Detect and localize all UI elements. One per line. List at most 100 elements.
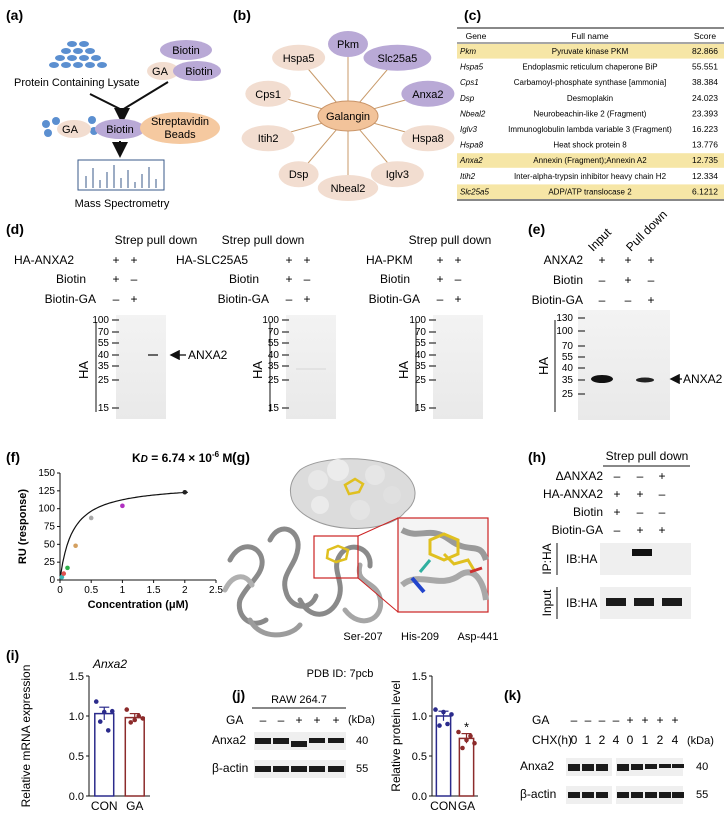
h-title: Strep pull down [606,449,689,463]
h-row-label: Biotin [573,505,603,519]
bar-category-label: GA [126,799,143,813]
k-ga-label: GA [532,713,549,727]
network-node-label: Anxa2 [412,89,443,101]
j-ga-sign: + [313,713,320,727]
panel-letter-j: (j) [232,687,245,703]
panel-a: (a) Protein Containing Lysate Biotin GA … [6,7,221,210]
network-node-label: Pkm [337,39,359,51]
j-band-anxa2 [328,738,344,743]
bar-y-tick-label: 1.5 [69,671,84,683]
residue-ser: Ser-207 [343,631,382,643]
h-sign: + [658,469,665,483]
bar-category-label: CON [430,799,457,813]
d-marker: 55 [268,338,280,349]
network-nodes: PkmSlc25a5Anxa2Hspa8Iglv3Nbeal2DspItih2C… [241,31,455,201]
table-cell-score: 38.384 [692,77,718,87]
d-title-2: Strep pull down [409,233,492,247]
panel-d: (d) Strep pull downHA-ANXA2BiotinBiotin-… [6,221,491,419]
k-chx-value: 1 [585,733,592,747]
d-marker: 15 [415,403,427,414]
h-sign: + [636,523,643,537]
e-sign: + [624,273,631,287]
d-sign-construct: + [454,253,461,267]
d-biotin-2: Biotin [380,272,410,286]
d-construct-2: HA-PKM [366,253,413,267]
k-band-actin [645,792,657,798]
bar-dot [449,712,454,717]
table-cell-gene: Itih2 [460,172,476,181]
bar-dot [136,713,142,719]
f-y-tick-label: 0 [49,575,55,586]
j-band-anxa2 [291,741,307,747]
ga-pill [147,62,179,80]
j-ga-label: GA [226,713,243,727]
panel-g: (g) Ser-207 [222,449,498,680]
d-sign-biotin-ga: – [286,292,293,306]
panel-letter-h: (h) [528,449,546,465]
streptavidin-beads [140,112,220,144]
k-band-actin [631,792,643,798]
e-sign: + [647,253,654,267]
f-y-tick-label: 25 [44,557,56,568]
table-cell-score: 6.1212 [692,186,718,196]
f-data-point-4 [88,515,94,521]
j-cell-line: RAW 264.7 [271,694,327,706]
band-pulldown [636,377,654,383]
d-marker: 70 [415,327,427,338]
network-node-itih2 [241,125,295,152]
biotin-ga-pill [173,61,221,81]
d-marker: 40 [415,350,427,361]
k-ga-sign: + [626,713,633,727]
bar-dot [445,721,450,727]
bar-con [94,712,115,797]
k-band-anxa2 [645,764,657,769]
bar-y-tick-label: 1.5 [412,671,427,683]
i-title: Anxa2 [92,657,127,671]
network-node-label: Iglv3 [386,169,409,181]
h-ip-label: IP:HA [540,543,554,574]
k-band-anxa2 [659,764,671,768]
k-kda: (kDa) [687,735,714,747]
f-y-tick-label: 75 [44,522,56,533]
j-band-actin [255,766,271,772]
h-sign: – [659,505,666,519]
panel-letter-e: (e) [528,221,545,237]
f-data-point-3 [73,543,78,549]
e-marker: 40 [562,363,574,374]
d-ha-label: HA [250,361,265,379]
bar-dot [101,709,107,715]
e-marker: 70 [562,341,574,352]
k-chx-value: 0 [571,733,578,747]
f-data-point-0 [59,574,65,580]
panel-letter-k: (k) [504,687,521,703]
band-h-input-2 [634,598,654,606]
lane-input-label: Input [585,225,614,254]
d-band-anxa2 [148,354,158,356]
d-biotin-0: Biotin [56,272,86,286]
pulldown-blots: Strep pull downHA-ANXA2BiotinBiotin-GA++… [14,233,491,419]
blot-h-ip [600,543,691,575]
k-chx-label: CHX(h) [532,733,572,747]
bar-dot [433,707,438,712]
f-y-tick-label: 125 [38,486,55,497]
table-cell-name: Inter-alpha-trypsin inhibitor heavy chai… [514,172,667,181]
table-cell-gene: Hspa5 [460,63,484,72]
bar-y-tick-label: 0.5 [69,751,84,763]
ligand-small [325,544,350,564]
bar-dot [105,728,111,733]
table-row-highlight [457,44,724,59]
h-ib2-label: IB:HA [566,596,597,610]
e-marker: 55 [562,352,574,363]
network-node-slc25a5 [363,44,432,71]
k-anxa2-bands [568,764,684,771]
complex-icon [42,116,98,137]
d-marker: 70 [98,327,110,338]
d-marker: 55 [98,338,110,349]
h-sign: – [614,469,621,483]
zoom-inset-content [400,527,489,601]
table-cell-score: 24.023 [692,93,718,103]
h-sign: + [636,487,643,501]
